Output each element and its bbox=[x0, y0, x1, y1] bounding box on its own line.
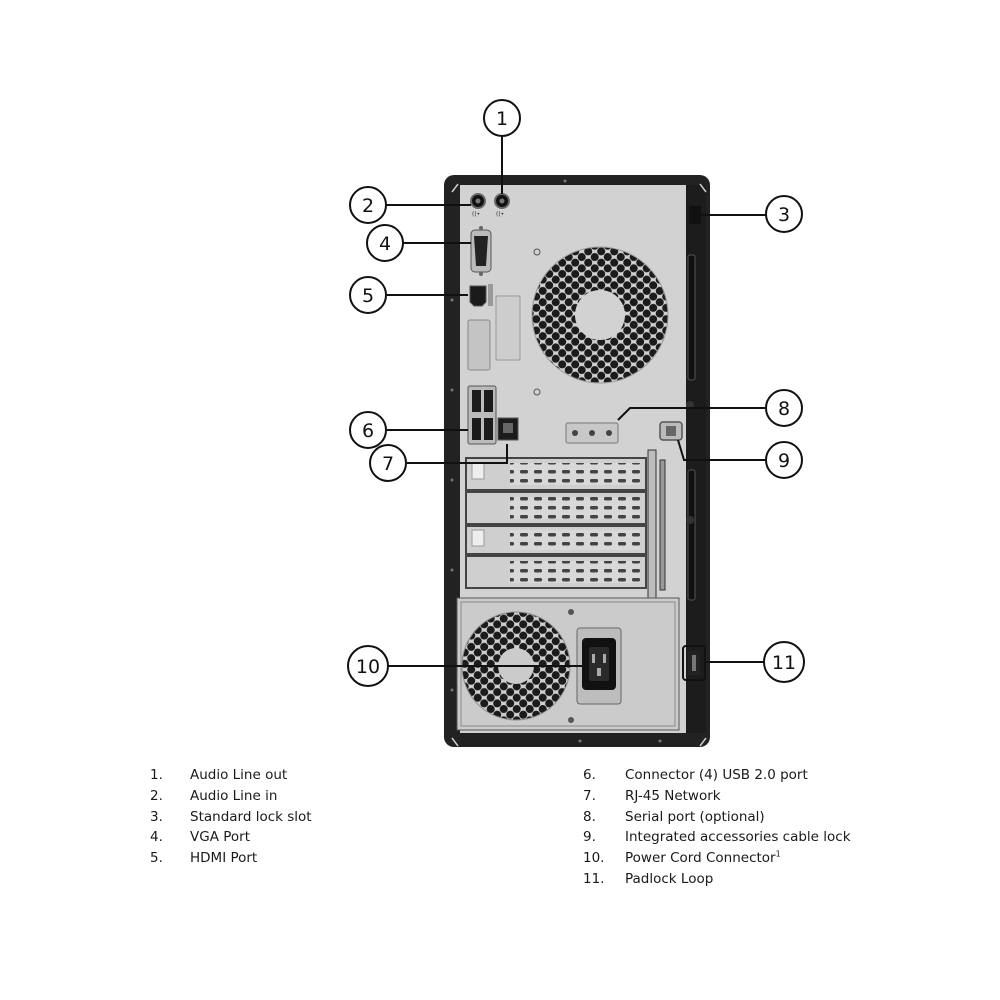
legend-left-column: 1.Audio Line out 2.Audio Line in 3.Stand… bbox=[150, 765, 450, 869]
svg-text:8: 8 bbox=[778, 398, 790, 420]
svg-text:6: 6 bbox=[362, 420, 374, 442]
svg-text:10: 10 bbox=[356, 656, 380, 678]
callout-5: 5 bbox=[349, 276, 387, 314]
svg-text:5: 5 bbox=[362, 285, 374, 307]
footnote-marker: 1 bbox=[775, 849, 781, 859]
callout-7: 7 bbox=[369, 444, 407, 482]
callout-8: 8 bbox=[765, 389, 803, 427]
legend-item-11: 11.Padlock Loop bbox=[583, 869, 983, 890]
rj45-port bbox=[497, 417, 519, 441]
rear-panel-diagram: ((• ((• bbox=[347, 99, 805, 747]
vga-port bbox=[470, 226, 492, 276]
callout-4: 4 bbox=[366, 224, 404, 262]
legend-label: Serial port (optional) bbox=[625, 808, 765, 825]
legend-item-10: 10.Power Cord Connector1 bbox=[583, 848, 983, 869]
legend-label: VGA Port bbox=[190, 829, 250, 846]
legend-item-6: 6.Connector (4) USB 2.0 port bbox=[583, 765, 983, 786]
main-fan-grille bbox=[531, 246, 669, 396]
io-blank-plate bbox=[467, 319, 491, 371]
legend-label: Audio Line in bbox=[190, 787, 278, 804]
power-supply bbox=[456, 597, 680, 731]
legend-label: Connector (4) USB 2.0 port bbox=[625, 767, 808, 783]
svg-text:((•: ((• bbox=[472, 211, 480, 218]
legend-label: HDMI Port bbox=[190, 850, 258, 867]
legend-item-4: 4.VGA Port bbox=[150, 827, 450, 848]
callout-10: 10 bbox=[347, 645, 389, 687]
callout-2: 2 bbox=[349, 186, 387, 224]
legend-item-3: 3.Standard lock slot bbox=[150, 807, 450, 828]
expansion-slots bbox=[465, 449, 666, 599]
cable-lock bbox=[659, 421, 683, 441]
callout-3: 3 bbox=[765, 195, 803, 233]
legend-label: Standard lock slot bbox=[190, 808, 312, 825]
audio-ports: ((• ((• bbox=[470, 193, 510, 218]
callout-1: 1 bbox=[483, 99, 521, 137]
legend-label: Padlock Loop bbox=[625, 870, 714, 887]
legend-label: RJ-45 Network bbox=[625, 787, 721, 804]
svg-text:11: 11 bbox=[772, 652, 796, 674]
legend-right-column: 6.Connector (4) USB 2.0 port 7.RJ-45 Net… bbox=[583, 765, 983, 890]
power-cord-connector bbox=[582, 638, 616, 690]
legend-item-7: 7.RJ-45 Network bbox=[583, 786, 983, 807]
legend-item-9: 9.Integrated accessories cable lock bbox=[583, 827, 983, 848]
svg-text:2: 2 bbox=[362, 195, 374, 217]
hdmi-port bbox=[469, 284, 493, 307]
serial-port bbox=[565, 422, 619, 444]
usb-ports bbox=[467, 385, 497, 445]
legend-label: Power Cord Connector bbox=[625, 850, 776, 867]
legend-item-8: 8.Serial port (optional) bbox=[583, 807, 983, 828]
callout-9: 9 bbox=[765, 441, 803, 479]
legend-label-with-footnote: Power Cord Connector1 bbox=[625, 848, 781, 869]
callout-11: 11 bbox=[763, 641, 805, 683]
svg-text:7: 7 bbox=[382, 453, 394, 475]
legend-label: Audio Line out bbox=[190, 767, 288, 783]
svg-text:9: 9 bbox=[778, 450, 790, 472]
svg-text:((•: ((• bbox=[496, 211, 504, 218]
legend-item-1: 1.Audio Line out bbox=[150, 765, 450, 786]
callout-6: 6 bbox=[349, 411, 387, 449]
legend-label: Integrated accessories cable lock bbox=[625, 829, 851, 846]
legend-item-2: 2.Audio Line in bbox=[150, 786, 450, 807]
svg-text:4: 4 bbox=[379, 233, 391, 255]
svg-text:3: 3 bbox=[778, 204, 790, 226]
svg-text:1: 1 bbox=[496, 108, 508, 130]
legend-item-5: 5.HDMI Port bbox=[150, 848, 450, 869]
callout-leader-lines bbox=[386, 136, 768, 667]
